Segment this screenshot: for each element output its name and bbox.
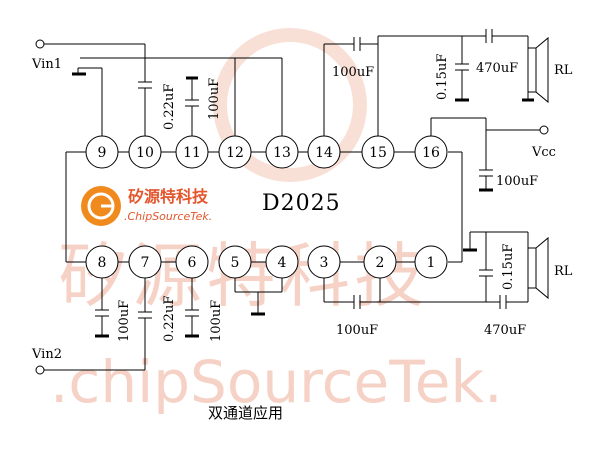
svg-text:1: 1 [427, 255, 436, 271]
vin2-terminal-icon [35, 365, 45, 375]
cap-label-vcc: 100uF [496, 174, 538, 189]
pin-9: 9 [85, 135, 119, 169]
rl-bottom-label: RL [554, 264, 573, 279]
pin-2: 2 [363, 245, 397, 279]
cap-label-100-pin3: 100uF [336, 323, 378, 338]
svg-text:12: 12 [226, 145, 244, 161]
cap-label-100-pin8: 100uF [117, 300, 132, 342]
pin-6: 6 [175, 245, 209, 279]
svg-text:4: 4 [278, 255, 287, 271]
text-labels: Vin1 Vin2 Vcc RL RL 0.22uF 100uF 100uF 0… [31, 54, 573, 422]
brand-logo: 矽源特科技 .ChipSourceTek. [81, 186, 212, 226]
bottom-wiring [35, 231, 549, 375]
pin-7: 7 [128, 245, 162, 279]
pin-12: 12 [218, 135, 252, 169]
svg-text:5: 5 [231, 255, 240, 271]
pin-14: 14 [307, 135, 341, 169]
cap-label-015-top: 0.15uF [435, 54, 450, 100]
svg-text:11: 11 [183, 145, 201, 161]
top-wiring [35, 29, 549, 192]
watermark-ring-icon [213, 28, 367, 182]
top-pins: 9 10 11 12 13 14 15 16 [85, 135, 448, 169]
pin-11: 11 [175, 135, 209, 169]
chip-outline [65, 151, 463, 263]
bottom-pins: 8 7 6 5 4 3 2 1 [85, 245, 448, 279]
svg-text:14: 14 [315, 145, 333, 161]
svg-text:16: 16 [422, 145, 440, 161]
svg-text:3: 3 [320, 255, 329, 271]
vcc-terminal-icon [539, 125, 549, 135]
svg-text:7: 7 [141, 255, 150, 271]
cap-label-022-top: 0.22uF [162, 84, 177, 130]
cap-label-100-pin11: 100uF [207, 78, 222, 120]
cap-label-100-pin14: 100uF [332, 65, 374, 80]
svg-text:10: 10 [136, 145, 154, 161]
diagram-caption: 双通道应用 [208, 404, 283, 422]
pin-5: 5 [218, 245, 252, 279]
vin1-terminal-icon [35, 39, 45, 49]
cap-label-470-bottom: 470uF [484, 323, 526, 338]
cap-label-470-top: 470uF [476, 61, 518, 76]
pin-4: 4 [265, 245, 299, 279]
pin-3: 3 [307, 245, 341, 279]
svg-text:13: 13 [273, 145, 291, 161]
pin-8: 8 [85, 245, 119, 279]
logo-english: .ChipSourceTek. [124, 210, 212, 223]
pin-16: 16 [414, 135, 448, 169]
rl-top-label: RL [554, 63, 573, 78]
svg-text:8: 8 [98, 255, 107, 271]
svg-text:2: 2 [376, 255, 385, 271]
logo-chinese: 矽源特科技 [128, 187, 209, 206]
cap-label-022-pin7: 0.22uF [162, 296, 177, 342]
svg-text:15: 15 [369, 145, 387, 161]
cap-label-015-bottom: 0.15uF [501, 244, 516, 290]
vcc-label: Vcc [531, 145, 556, 160]
pin-1: 1 [414, 245, 448, 279]
pin-10: 10 [128, 135, 162, 169]
pin-13: 13 [265, 135, 299, 169]
vin2-label: Vin2 [31, 347, 62, 362]
vin1-label: Vin1 [31, 57, 62, 72]
svg-text:6: 6 [188, 255, 197, 271]
watermark-url: .chipSourceTek. [50, 348, 503, 416]
pin-15: 15 [361, 135, 395, 169]
cap-label-100-pin6: 100uF [209, 300, 224, 342]
svg-text:9: 9 [98, 145, 107, 161]
chip-name: D2025 [262, 191, 341, 216]
